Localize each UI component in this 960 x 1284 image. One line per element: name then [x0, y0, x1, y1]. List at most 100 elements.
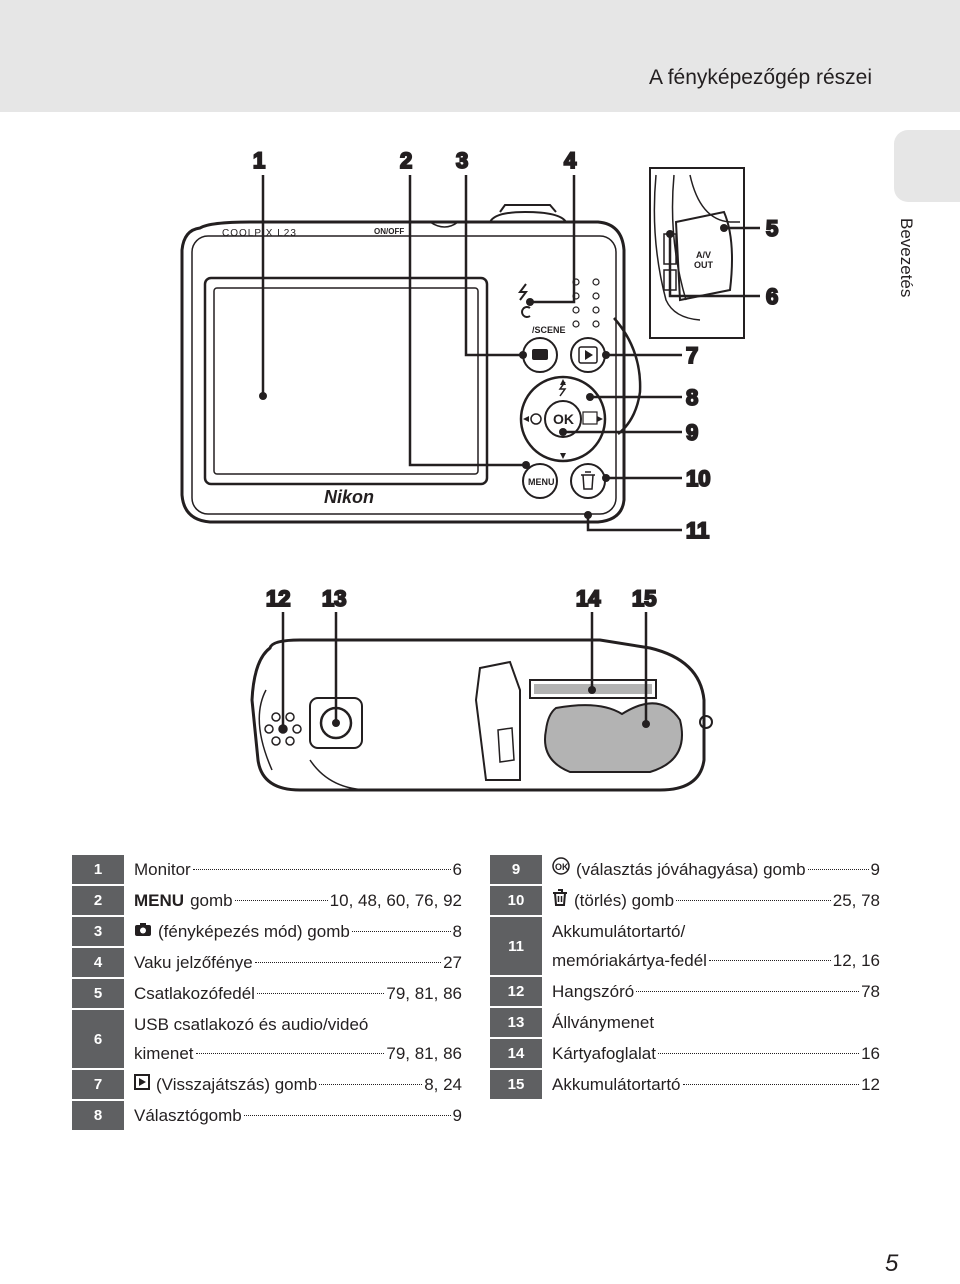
legend-label: Csatlakozófedél — [134, 984, 255, 1003]
legend-entry: USB csatlakozó és audio/videó kimenet 79, … — [124, 1010, 462, 1068]
callout-10: 10 — [686, 466, 710, 491]
leader-dots — [259, 224, 728, 733]
menu-marking: MENU — [528, 477, 555, 487]
legend-number-badge: 14 — [490, 1039, 542, 1068]
legend-label: gomb — [190, 891, 233, 910]
page-number: 5 — [885, 1250, 899, 1277]
leader-dots — [657, 1053, 860, 1054]
camera-icon — [134, 917, 152, 946]
legend-number-badge: 3 — [72, 917, 124, 946]
leader-dots — [254, 962, 442, 963]
svg-text:OK: OK — [555, 862, 569, 872]
legend-label: Vaku jelzőfénye — [134, 953, 253, 972]
scene-marking: /SCENE — [532, 325, 566, 335]
av-out-marking-2: OUT — [694, 260, 714, 270]
page-reference: 79, 81, 86 — [386, 1044, 462, 1063]
callout-1: 1 — [253, 148, 265, 173]
legend-number-badge: 15 — [490, 1070, 542, 1099]
legend-number-badge: 11 — [490, 917, 542, 975]
legend-row: 1 Monitor 6 — [72, 855, 462, 884]
legend-label: (fényképezés mód) gomb — [158, 922, 350, 941]
page-reference: 78 — [861, 982, 880, 1001]
legend-label: memóriakártya-fedél — [552, 951, 707, 970]
callout-9: 9 — [686, 420, 698, 445]
legend-row: 13 Állványmenet — [490, 1008, 880, 1037]
page-title: A fényképezőgép részei — [649, 66, 872, 89]
legend-number-badge: 8 — [72, 1101, 124, 1130]
callout-5: 5 — [766, 216, 778, 241]
callout-6: 6 — [766, 284, 778, 309]
callout-12: 12 — [266, 586, 290, 611]
legend-row: 3 (fényképezés mód) gomb 8 — [72, 917, 462, 946]
header-band — [0, 0, 960, 112]
legend-entry: Csatlakozófedél 79, 81, 86 — [124, 979, 462, 1008]
leader-dots — [351, 931, 451, 932]
page-reference: 9 — [870, 860, 880, 879]
legend-label: (Visszajátszás) gomb — [156, 1075, 318, 1094]
leader-dots — [682, 1084, 860, 1085]
legend-number-badge: 10 — [490, 886, 542, 915]
camera-diagram: COOLPIX L23 ON/OFF Nikon OK MENU /SCENE … — [180, 147, 779, 792]
legend-row: 4 Vaku jelzőfénye 27 — [72, 948, 462, 977]
page-reference: 79, 81, 86 — [386, 984, 462, 1003]
brand-logo: Nikon — [324, 487, 374, 507]
legend-label: Hangszóró — [552, 982, 635, 1001]
page-reference: 27 — [443, 953, 462, 972]
legend-number-badge: 7 — [72, 1070, 124, 1099]
page-reference: 16 — [861, 1044, 880, 1063]
legend-label: Monitor — [134, 860, 191, 879]
legend-number-badge: 4 — [72, 948, 124, 977]
legend-number-badge: 9 — [490, 855, 542, 884]
page-reference: 8 — [452, 922, 462, 941]
callout-3: 3 — [456, 148, 468, 173]
legend-label: kimenet — [134, 1044, 194, 1063]
leader-dots — [243, 1115, 451, 1116]
legend-label: Állványmenet — [552, 1013, 655, 1032]
av-out-marking-1: A/V — [696, 250, 711, 260]
legend-entry: Hangszóró 78 — [542, 977, 880, 1006]
legend-label: Kártyafoglalat — [552, 1044, 656, 1063]
legend-number-badge: 5 — [72, 979, 124, 1008]
legend-entry: Monitor 6 — [124, 855, 462, 884]
leader-dots — [192, 869, 451, 870]
leader-dots — [807, 869, 869, 870]
leader-dots — [195, 1053, 385, 1054]
legend-entry: MENU gomb 10, 48, 60, 76, 92 — [124, 886, 462, 915]
section-tab — [894, 130, 960, 202]
legend-number-badge: 13 — [490, 1008, 542, 1037]
callout-2: 2 — [400, 148, 412, 173]
play-icon — [134, 1070, 150, 1099]
callout-11: 11 — [686, 518, 709, 543]
legend-entry: (fényképezés mód) gomb 8 — [124, 917, 462, 946]
legend-label: Akkumulátortartó — [552, 1075, 681, 1094]
callout-15: 15 — [632, 586, 656, 611]
page-reference: 10, 48, 60, 76, 92 — [329, 891, 462, 910]
callout-14: 14 — [576, 586, 601, 611]
leader-dots — [256, 993, 385, 994]
leader-dots — [708, 960, 831, 961]
menu-label-icon: MENU — [134, 891, 185, 910]
ok-marking: OK — [553, 411, 574, 427]
legend-entry: Vaku jelzőfénye 27 — [124, 948, 462, 977]
legend-entry: Állványmenet — [542, 1008, 880, 1037]
camera-bottom-view — [250, 638, 713, 792]
legend-number-badge: 1 — [72, 855, 124, 884]
page-reference: 6 — [452, 860, 462, 879]
leader-dots — [319, 1084, 423, 1085]
callout-4: 4 — [564, 148, 577, 173]
legend-label-line1: USB csatlakozó és audio/videó — [134, 1015, 369, 1034]
